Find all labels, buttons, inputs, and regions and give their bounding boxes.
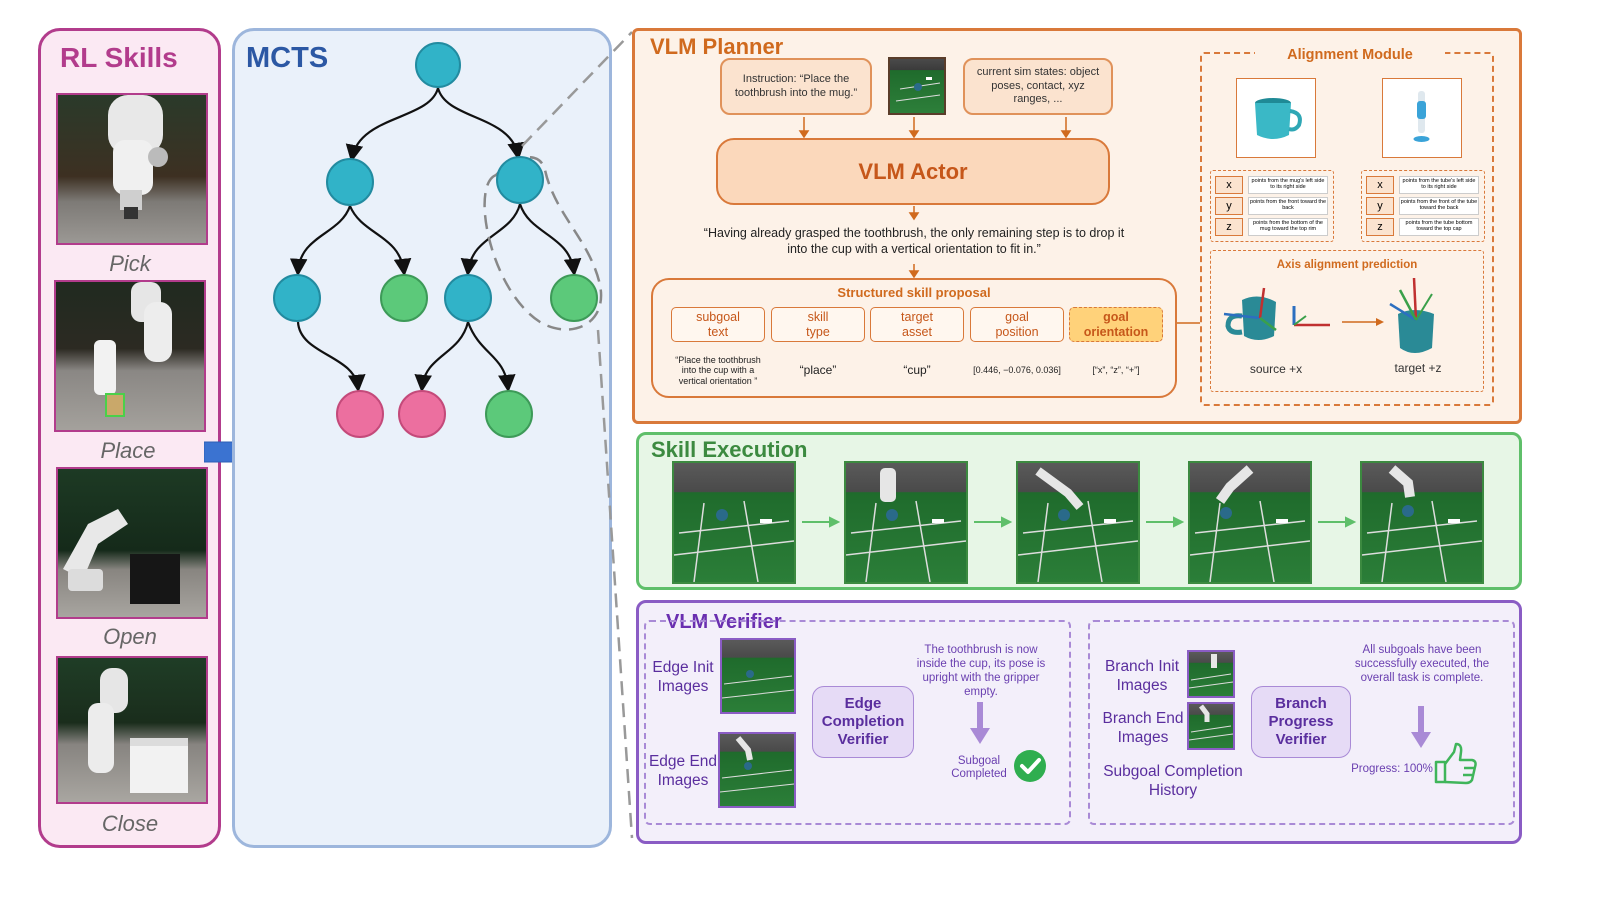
mug-axis-x-desc: points from the mug's left side to its r… xyxy=(1248,176,1328,194)
close-caption: Close xyxy=(101,811,159,836)
rl-skills-title: RL Skills xyxy=(60,42,178,73)
mug-image xyxy=(1236,78,1316,158)
execution-frame-3 xyxy=(1016,461,1140,584)
brush-axis-y-desc: points from the front of the tube toward… xyxy=(1399,197,1479,215)
value-skill-type: “place” xyxy=(799,363,837,377)
mug-axis-y: y xyxy=(1215,197,1243,215)
field-goal-position: goal position xyxy=(970,307,1064,342)
brush-axis-y: y xyxy=(1366,197,1394,215)
axis-prediction-title: Axis alignment prediction xyxy=(1276,259,1418,271)
place-caption: Place xyxy=(100,438,156,463)
mug-axis-z: z xyxy=(1215,218,1243,236)
subgoal-completed-label: Subgoal Completed xyxy=(951,755,1007,781)
open-skill-image xyxy=(56,467,208,619)
mug-axis-z-desc: points from the bottom of the mug toward… xyxy=(1248,218,1328,236)
brush-axis-x: x xyxy=(1366,176,1394,194)
brush-axis-x-desc: points from the tube's left side to its … xyxy=(1399,176,1479,194)
value-subgoal-text: “Place the toothbrush into the cup with … xyxy=(675,355,761,386)
field-skill-type: skill type xyxy=(771,307,865,342)
value-goal-position: [0.446, −0.076, 0.036] xyxy=(973,365,1061,375)
brush-axis-z-desc: points from the tube bottom toward the t… xyxy=(1399,218,1479,236)
close-skill-image xyxy=(56,656,208,804)
place-skill-image xyxy=(54,280,206,432)
edge-verifier-box xyxy=(644,620,1071,825)
alignment-module-title: Alignment Module xyxy=(1255,46,1445,65)
instruction-box: Instruction: “Place the toothbrush into … xyxy=(720,58,872,115)
subgoal-history-label: Subgoal Completion History xyxy=(1103,763,1243,800)
execution-frame-1 xyxy=(672,461,796,584)
branch-reasoning: All subgoals have been successfully exec… xyxy=(1354,644,1490,685)
vlm-actor-box: VLM Actor xyxy=(716,138,1110,205)
check-icon xyxy=(1014,750,1046,782)
axis-prediction-box xyxy=(1210,250,1484,392)
reasoning-quote: “Having already grasped the toothbrush, … xyxy=(703,226,1125,256)
pick-caption: Pick xyxy=(109,251,151,276)
value-target-asset: “cup” xyxy=(903,363,931,377)
edge-end-image xyxy=(718,732,796,808)
field-subgoal-text: subgoal text xyxy=(671,307,765,342)
toothbrush-image xyxy=(1382,78,1462,158)
edge-end-label: Edge End Images xyxy=(648,753,718,790)
edge-init-label: Edge Init Images xyxy=(652,659,714,696)
thumbs-up-icon xyxy=(1434,742,1477,785)
sim-states-box: current sim states: object poses, contac… xyxy=(963,58,1113,115)
branch-end-image xyxy=(1187,702,1235,750)
mug-axes-box xyxy=(1210,170,1334,242)
open-caption: Open xyxy=(103,624,157,649)
field-target-asset: target asset xyxy=(870,307,964,342)
mug-axis-x: x xyxy=(1215,176,1243,194)
down-arrow-icon-2 xyxy=(1411,706,1431,748)
vlm-planner-title: VLM Planner xyxy=(650,34,784,59)
vlm-actor-label: VLM Actor xyxy=(858,158,968,184)
sim-states-text: current sim states: object poses, contac… xyxy=(976,65,1100,106)
pick-skill-image xyxy=(56,93,208,245)
progress-text: Progress: 100% xyxy=(1351,763,1433,775)
vlm-verifier-title: VLM Verifier xyxy=(666,611,782,633)
mcts-tree xyxy=(273,42,603,438)
branch-end-label: Branch End Images xyxy=(1102,710,1184,747)
edge-completion-verifier: Edge Completion Verifier xyxy=(812,686,914,758)
branch-init-label: Branch Init Images xyxy=(1104,658,1180,695)
skill-execution-title: Skill Execution xyxy=(651,437,808,462)
execution-frame-2 xyxy=(844,461,968,584)
edge-reasoning: The toothbrush is now inside the cup, it… xyxy=(916,644,1046,699)
target-label: target +z xyxy=(1394,361,1442,375)
axis-prediction-graphic xyxy=(1223,277,1434,353)
scene-thumbnail xyxy=(888,57,946,115)
execution-frame-4 xyxy=(1188,461,1312,584)
branch-verifier-box xyxy=(1088,620,1515,825)
mcts-title: MCTS xyxy=(246,42,329,74)
instruction-text: Instruction: “Place the toothbrush into … xyxy=(734,72,858,99)
brush-axis-z: z xyxy=(1366,218,1394,236)
brush-axes-box xyxy=(1361,170,1485,242)
proposal-title: Structured skill proposal xyxy=(837,285,991,300)
field-goal-orientation: goal orientation xyxy=(1069,307,1163,342)
down-arrow-icon xyxy=(970,702,990,744)
source-label: source +x xyxy=(1249,362,1303,376)
edge-init-image xyxy=(720,638,796,714)
value-goal-orientation: [“x”, “z”, “+”] xyxy=(1092,365,1140,375)
branch-progress-verifier: Branch Progress Verifier xyxy=(1251,686,1351,758)
branch-init-image xyxy=(1187,650,1235,698)
mug-axis-y-desc: points from the front toward the back xyxy=(1248,197,1328,215)
execution-frame-5 xyxy=(1360,461,1484,584)
